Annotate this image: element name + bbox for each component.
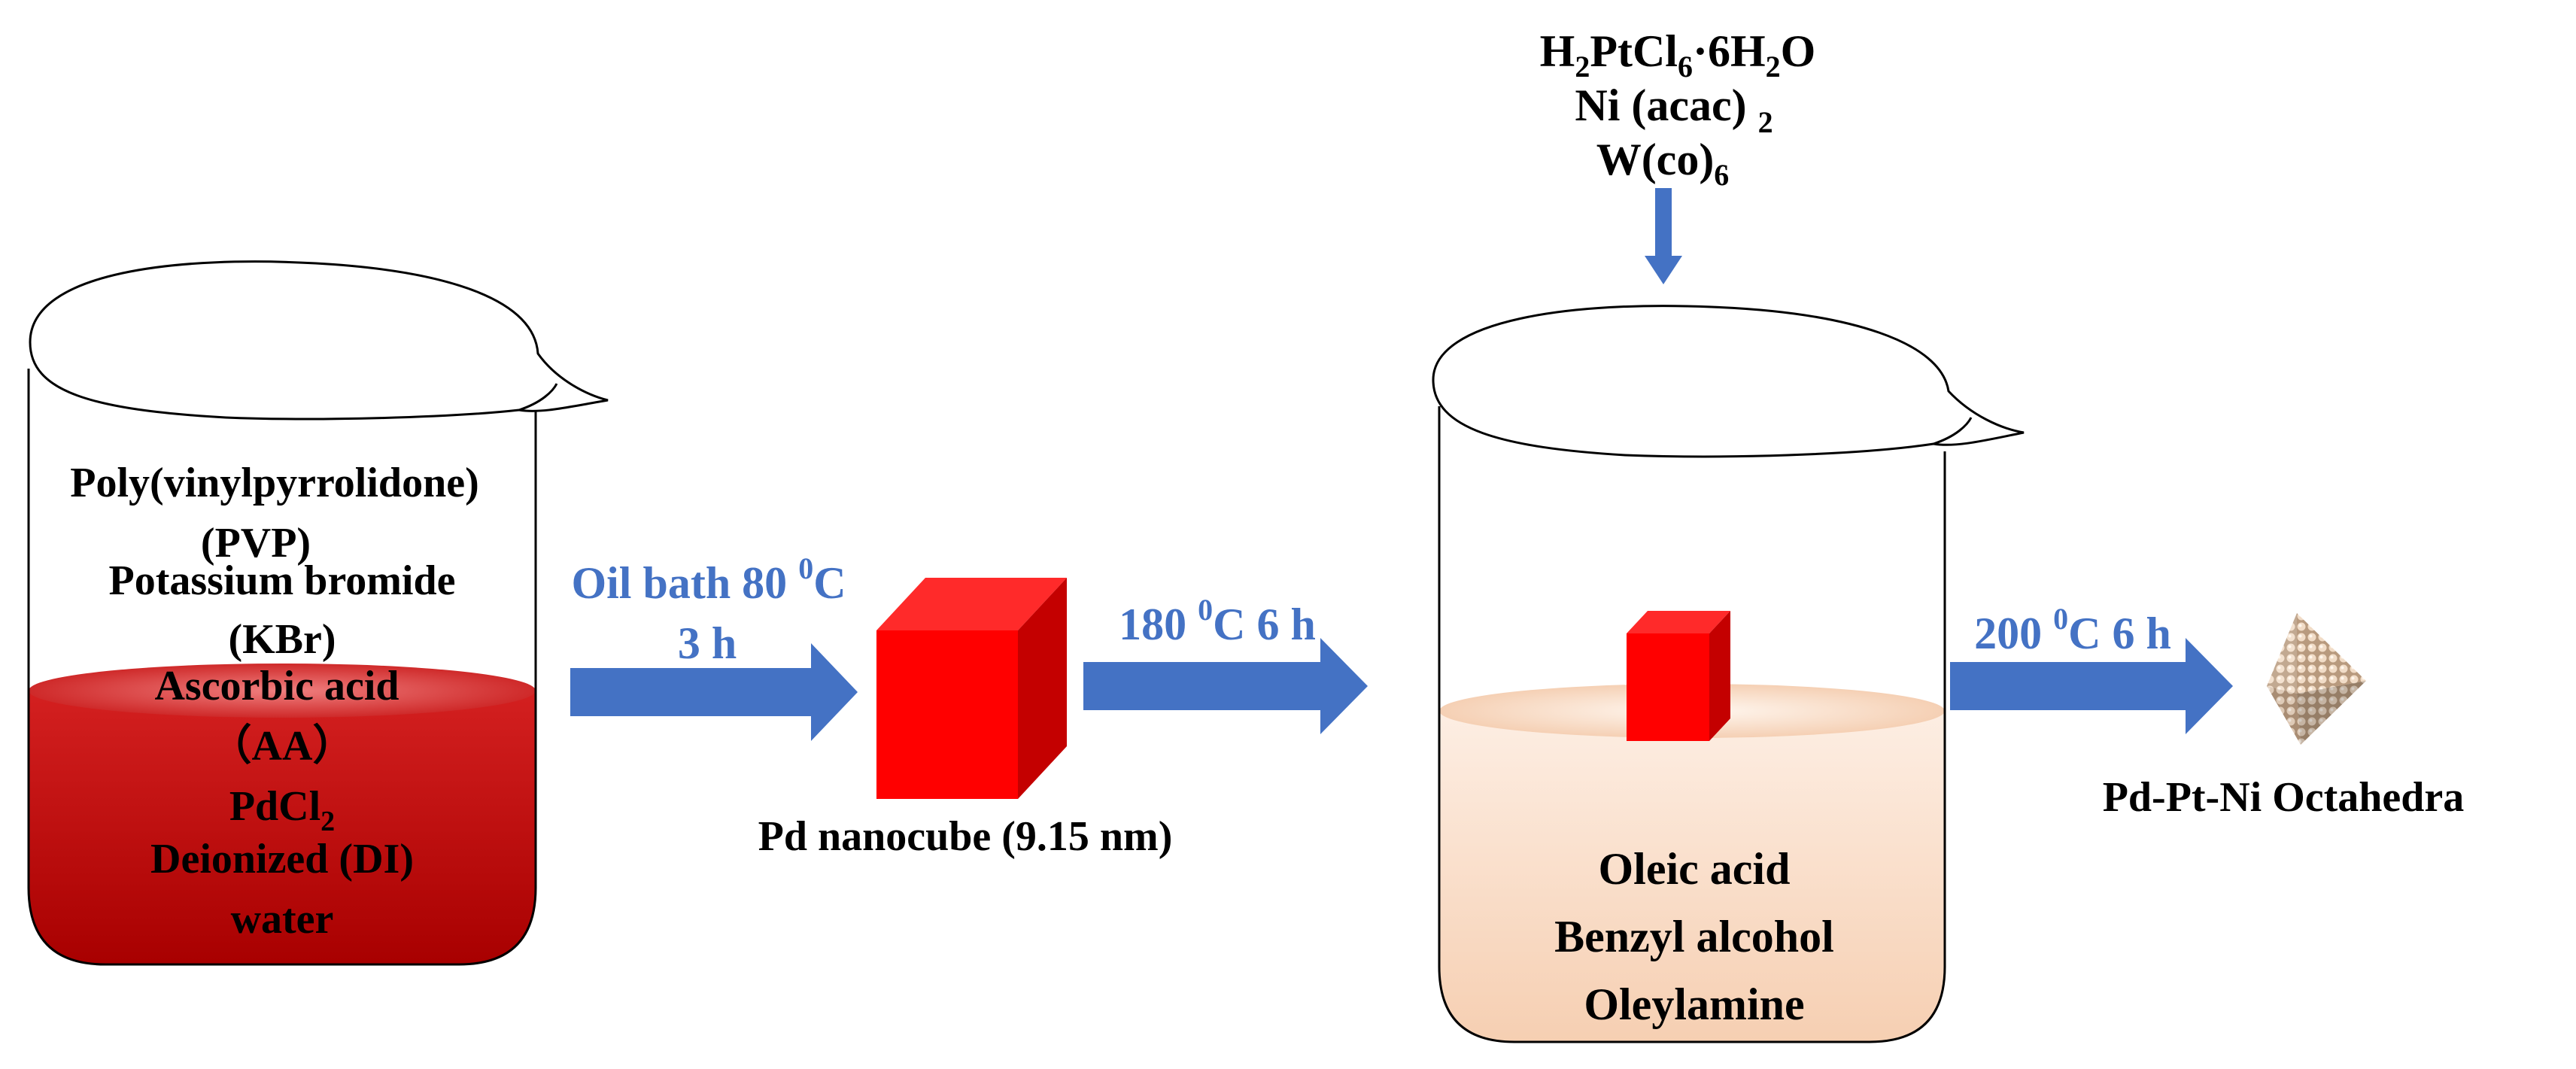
- precursor-arrow: [1645, 188, 1682, 284]
- octahedron-upper-left-face: [2267, 613, 2297, 694]
- small-cube-front-face: [1627, 633, 1709, 741]
- beaker-1-liquid: [29, 691, 536, 964]
- beaker-1-liquid-surface: [29, 664, 536, 718]
- beaker-2-contents: Oleic acid Benzyl alcohol Oleylamine: [1554, 844, 1834, 1029]
- reagent-aa-abbr: （AA）: [210, 722, 355, 770]
- octahedron-upper-left-shade: [2267, 613, 2297, 694]
- product-label: Pd-Pt-Ni Octahedra: [2103, 774, 2465, 821]
- beaker-1-wall: [27, 369, 537, 966]
- octahedron-lower-right-shade: [2297, 681, 2366, 745]
- solvent-oleylamine: Oleylamine: [1584, 979, 1804, 1029]
- solvent-benzyl-alcohol: Benzyl alcohol: [1554, 912, 1834, 961]
- reagent-pvp-name: Poly(vinylpyrrolidone): [70, 460, 478, 506]
- octahedron-lower-left-shade: [2267, 686, 2301, 745]
- beaker-1-contents: Poly(vinylpyrrolidone) (PVP) Potassium b…: [70, 460, 478, 943]
- reagent-pdcl2: PdCl2: [229, 783, 335, 837]
- beaker-2-liquid: [1439, 711, 1945, 1042]
- reagent-aa-name: Ascorbic acid: [154, 663, 399, 709]
- small-cube-top-face: [1627, 611, 1730, 633]
- cube-front-face: [876, 630, 1018, 799]
- step-2-condition: 180 0C 6 h: [1119, 593, 1316, 649]
- octahedron-upper-right-face: [2297, 613, 2366, 694]
- small-cube-side-face: [1709, 611, 1730, 741]
- step-3-arrow: [1950, 638, 2233, 734]
- step-2-arrow: [1083, 638, 1368, 734]
- beaker-1: [27, 260, 609, 966]
- beaker-1-rim: [29, 260, 609, 421]
- reagent-kbr-name: Potassium bromide: [109, 557, 456, 604]
- beaker-1-spout-line: [518, 383, 558, 412]
- beaker-2: [1432, 305, 2025, 1043]
- precursor-h2ptcl6: H2PtCl6·6H2O: [1540, 26, 1816, 84]
- pd-nanocube-label: Pd nanocube (9.15 nm): [758, 813, 1173, 860]
- beaker-2-rim: [1432, 305, 2025, 458]
- octahedron-particle: [2267, 613, 2366, 745]
- step-3: 200 0C 6 h: [1950, 602, 2233, 734]
- beaker-2-wall: [1438, 406, 1946, 1043]
- step-3-condition: 200 0C 6 h: [1974, 602, 2171, 658]
- pd-nanocube: [876, 578, 1067, 799]
- reagent-di-water-2: water: [231, 896, 334, 943]
- octahedron-lower-left-face: [2267, 686, 2301, 745]
- reagent-di-water-1: Deionized (DI): [150, 836, 414, 882]
- step-1-arrow: [570, 643, 858, 741]
- precursor-list: H2PtCl6·6H2O Ni (acac) 2 W(co)6: [1540, 26, 1816, 284]
- step-1-time: 3 h: [678, 618, 737, 668]
- reagent-kbr-abbr: (KBr): [228, 616, 336, 663]
- octahedron-lower-right-face: [2297, 681, 2366, 745]
- beaker-2-spout-line: [1933, 417, 1973, 445]
- step-1: Oil bath 80 0C 3 h: [570, 551, 858, 741]
- cube-side-face: [1018, 578, 1067, 799]
- solvent-oleic-acid: Oleic acid: [1599, 844, 1791, 894]
- precursor-w-co6: W(co)6: [1596, 135, 1730, 192]
- precursor-ni-acac: Ni (acac) 2: [1575, 80, 1773, 139]
- step-1-condition: Oil bath 80 0C: [571, 551, 846, 608]
- beaker-2-pd-cube: [1627, 611, 1730, 741]
- reagent-pvp-abbr: (PVP): [201, 520, 311, 566]
- step-2: 180 0C 6 h: [1083, 593, 1368, 734]
- cube-top-face: [876, 578, 1067, 630]
